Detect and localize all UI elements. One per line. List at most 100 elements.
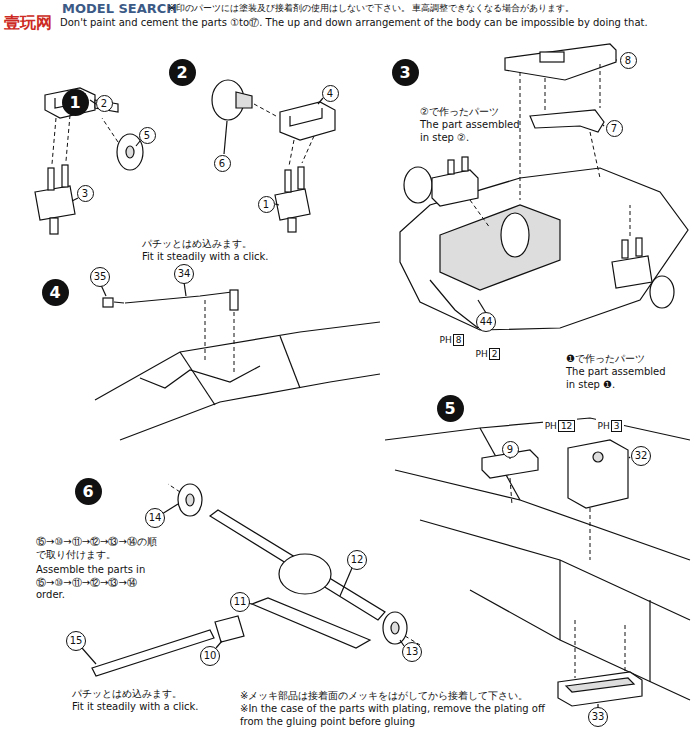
- callout-number: 3: [611, 420, 623, 433]
- guide-line: [590, 508, 591, 560]
- frame-rail: [120, 374, 380, 440]
- tray-part: [558, 672, 642, 706]
- guide-line: [234, 312, 235, 372]
- callout-number: 32: [635, 450, 648, 461]
- guide-line: [590, 132, 600, 178]
- post-part: [275, 189, 310, 220]
- paint-prefix: PH: [440, 335, 452, 345]
- guide-line: [470, 200, 490, 228]
- callout-number: 13: [402, 642, 423, 663]
- guide-line: [575, 620, 576, 678]
- wheel-hub: [383, 612, 407, 644]
- instruction-note: The part assembled in step ②.: [420, 119, 520, 144]
- callout-number: 3: [82, 188, 88, 199]
- guide-line: [66, 115, 70, 161]
- leader-line: [224, 121, 227, 154]
- instruction-note: ※印のパーツには塗装及び接着剤の使用はしないで下さい。 車高調整できなくなる場合…: [168, 3, 574, 14]
- direction-arrow: [168, 484, 180, 492]
- watermark: 壹玩网: [4, 13, 52, 33]
- paint-code-box: PH2: [474, 346, 503, 363]
- step-badge: 3: [392, 59, 419, 86]
- step-badge: 6: [75, 478, 102, 505]
- wheel-hole: [186, 494, 194, 506]
- callout-number: 44: [480, 316, 493, 327]
- guide-line: [289, 140, 294, 166]
- leader-line: [82, 648, 96, 664]
- callout-number: 4: [322, 85, 339, 102]
- cross-member: [280, 336, 300, 388]
- step-badge: 1: [62, 89, 89, 116]
- step-badge: 2: [169, 59, 196, 86]
- callout-number: 12: [351, 554, 364, 565]
- frame-rail: [385, 418, 690, 440]
- guide-line: [630, 205, 631, 236]
- callout-number: 2: [489, 348, 501, 361]
- callout-number: 7: [606, 120, 623, 137]
- engine-block: [440, 205, 560, 290]
- instruction-note: Fit it steadily with a click.: [142, 251, 268, 264]
- callout-number: 10: [200, 646, 221, 667]
- bar-end: [230, 290, 238, 310]
- step-number: 3: [399, 63, 410, 82]
- leader-line: [629, 457, 630, 458]
- disc-part: [650, 276, 674, 308]
- callout-number: 1: [263, 199, 269, 210]
- disc-part: [404, 167, 432, 203]
- step-badge: 4: [42, 279, 69, 306]
- callout-number: 1: [258, 196, 275, 213]
- callout-number: 10: [204, 650, 217, 661]
- instruction-note: ②で作ったパーツ: [420, 106, 499, 119]
- frame-rail: [95, 322, 380, 400]
- callout-number: 14: [149, 512, 162, 523]
- leader-line: [318, 98, 323, 104]
- callout-number: 9: [502, 441, 519, 458]
- guide-line: [254, 104, 276, 116]
- wheel-hub: [178, 484, 202, 516]
- instruction-note: The part assembled in step ❶.: [566, 366, 676, 391]
- callout-number: 2: [96, 95, 113, 112]
- leader-line: [114, 302, 124, 303]
- box-cap: [593, 452, 603, 462]
- engine-detail: [501, 213, 529, 257]
- instruction-note: パチッとはめ込みます。: [72, 688, 182, 701]
- callout-number: 12: [347, 550, 368, 571]
- bar-part: [125, 292, 232, 303]
- guide-line: [302, 136, 314, 163]
- leader-line: [136, 141, 140, 146]
- callout-number: 8: [625, 55, 631, 66]
- disc-hub: [126, 146, 134, 158]
- pin: [285, 170, 291, 192]
- callout-number: 2: [101, 98, 107, 109]
- callout-number: 12: [558, 420, 575, 433]
- callout-number: 11: [234, 596, 247, 607]
- leader-line: [216, 641, 222, 648]
- cable: [430, 280, 478, 328]
- box-part: [568, 440, 628, 508]
- chassis-frame: [400, 168, 688, 330]
- cross-member: [180, 352, 215, 405]
- assembled-part: [432, 170, 478, 206]
- paint-code-box: PH3: [596, 418, 625, 435]
- wheel-hole: [391, 622, 399, 634]
- instruction-note: パチッとはめ込みます。: [142, 238, 252, 251]
- step-number: 6: [82, 482, 93, 501]
- cap-part: [103, 298, 113, 307]
- guide-line: [600, 64, 601, 108]
- frame-detail: [140, 366, 260, 388]
- post-part: [35, 186, 75, 220]
- plate-slot: [540, 52, 564, 62]
- guide-line: [510, 478, 512, 505]
- arm-part: [530, 110, 604, 132]
- leader-line: [340, 568, 352, 596]
- step-number: 2: [176, 63, 187, 82]
- instruction-note: Fit it steadily with a click.: [72, 701, 198, 714]
- instruction-note: Don't paint and cement the parts ①to⑰. T…: [60, 17, 648, 30]
- differential: [279, 554, 331, 594]
- callout-number: 34: [174, 264, 195, 285]
- pin: [462, 157, 468, 171]
- frame-rail: [395, 470, 690, 560]
- guide-line: [205, 300, 206, 360]
- instruction-note: ※メッキ部品は接着面のメッキをはがしてから接着して下さい。: [240, 690, 560, 703]
- disc-tab: [236, 92, 252, 108]
